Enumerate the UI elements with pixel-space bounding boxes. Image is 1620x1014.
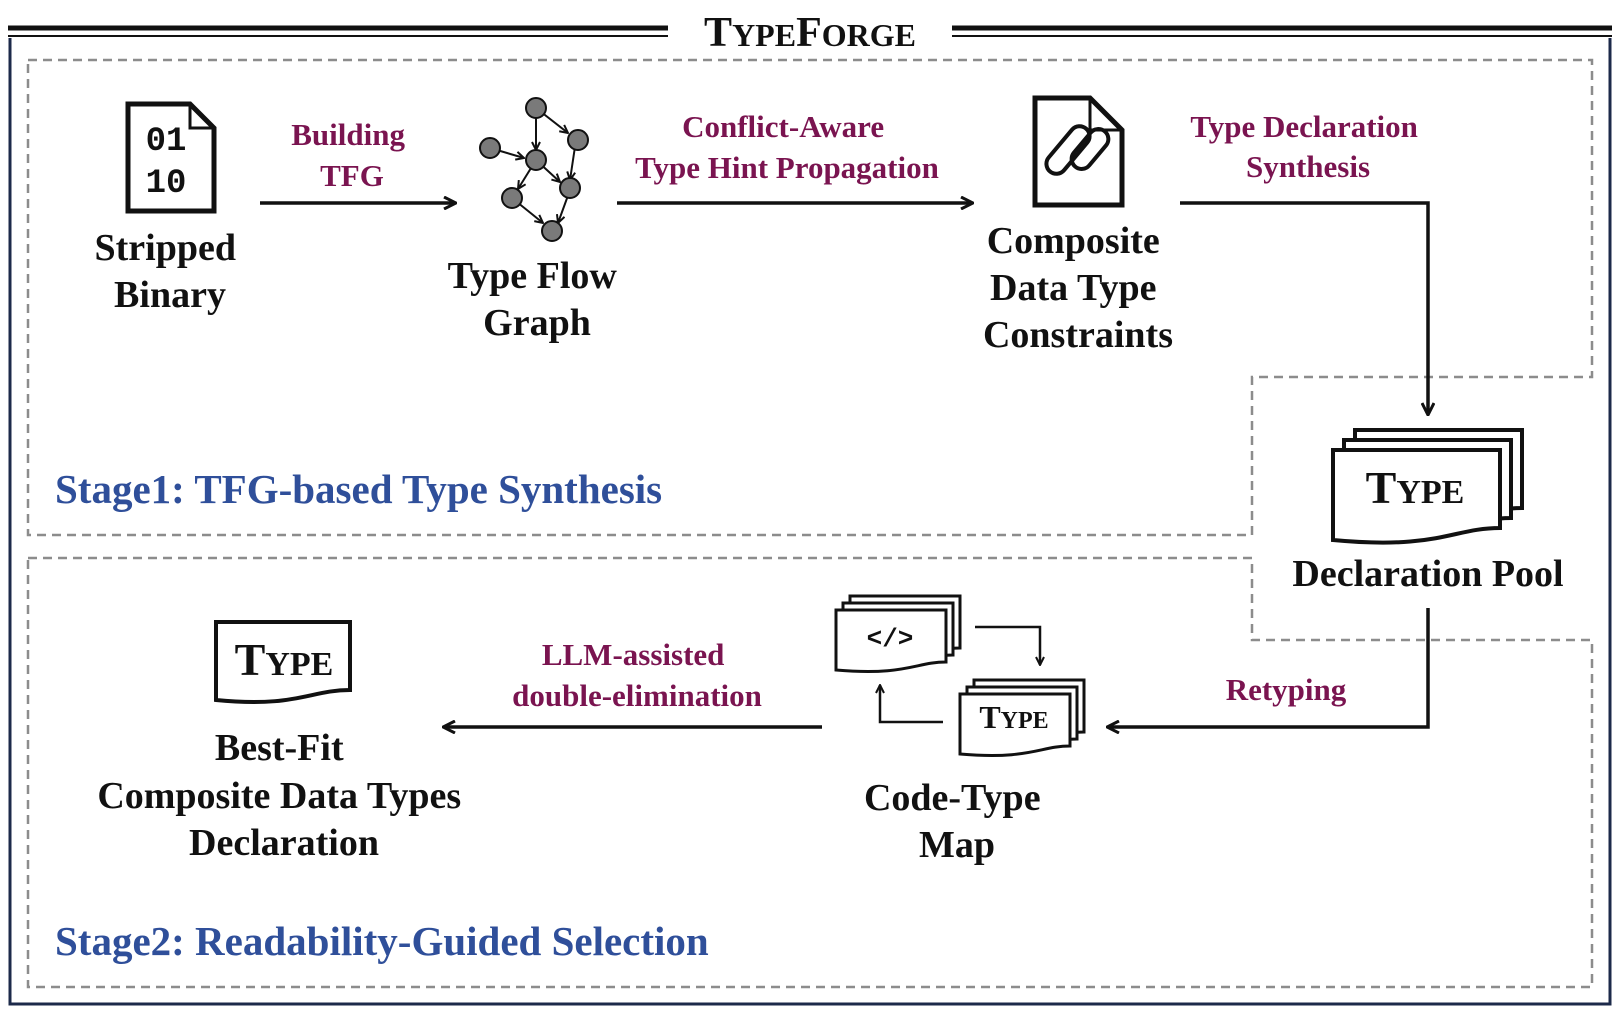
stage2-label: Stage2: Readability-Guided Selection: [55, 918, 709, 964]
arrow-declaration-synthesis: [1180, 201, 1428, 414]
outer-frame: [8, 25, 1612, 1006]
edge-label-building-tfg: Building TFG: [291, 117, 413, 193]
node-declaration-pool: Declaration Pool: [1292, 553, 1563, 595]
cycle-arrow-left: [880, 685, 943, 724]
diagram-title: TYPEFORGE: [704, 10, 916, 56]
arrow-retyping: [1108, 608, 1430, 727]
node-stripped-binary: Stripped Binary: [95, 227, 246, 316]
node-best-fit-declaration: Best-Fit Composite Data Types Declaratio…: [97, 727, 470, 864]
type-document-icon: [214, 620, 352, 705]
link-document-icon: [1032, 95, 1125, 208]
code-glyph: </>: [867, 624, 914, 654]
cycle-arrow-right: [975, 625, 1040, 665]
svg-text:01: 01: [146, 123, 187, 161]
node-type-flow-graph: Type Flow Graph: [448, 255, 627, 344]
svg-text:10: 10: [146, 165, 187, 203]
stage2-region: [26, 556, 1594, 989]
type-stack-small-icon: [958, 678, 1086, 757]
stage1-label: Stage1: TFG-based Type Synthesis: [55, 466, 662, 512]
bestfit-type-text: TYPE: [235, 634, 334, 685]
pool-type-text: TYPE: [1366, 462, 1465, 513]
node-composite-constraints: Composite Data Type Constraints: [983, 220, 1173, 356]
stage1-region: [26, 58, 1594, 537]
edge-label-llm-elimination: LLM-assisted double-elimination: [512, 637, 762, 713]
codemap-type-text: TYPE: [979, 699, 1048, 735]
edge-label-propagation: Conflict-Aware Type Hint Propagation: [635, 109, 939, 185]
edge-label-retyping: Retyping: [1226, 672, 1347, 707]
graph-icon: [479, 97, 589, 242]
stacked-type-document-icon: [1331, 428, 1524, 545]
node-code-type-map: Code-Type Map: [864, 777, 1050, 866]
binary-file-icon: 01 10: [125, 101, 217, 214]
edge-label-declaration-synthesis: Type Declaration Synthesis: [1190, 109, 1425, 184]
code-document-icon: [834, 594, 962, 673]
